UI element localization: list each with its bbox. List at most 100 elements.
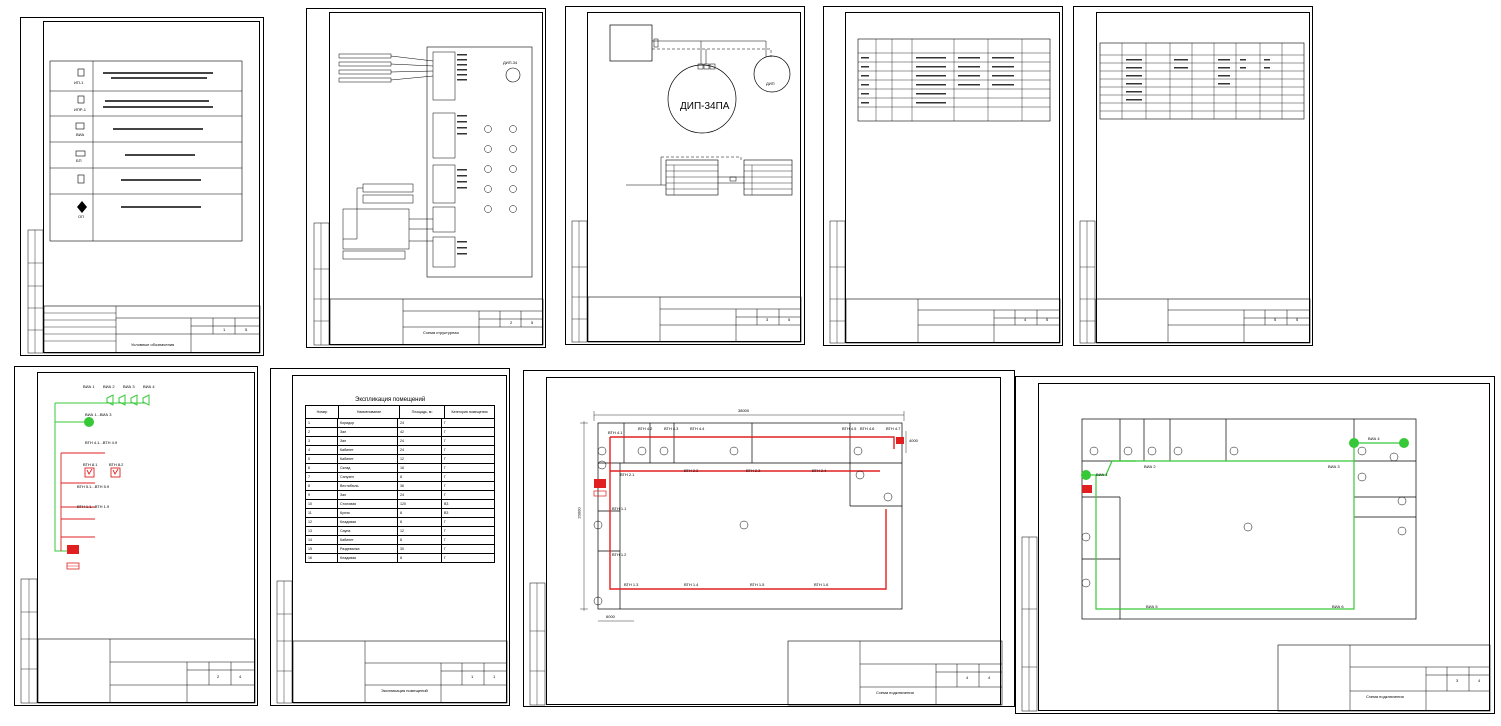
device-label: ВИА 3 [1328, 464, 1340, 469]
detector-label: ДИП [766, 81, 775, 86]
sheet-count: 4 [1478, 678, 1481, 683]
detector-label: ВТН 4.4 [690, 426, 705, 431]
drawing-frame [292, 375, 507, 703]
structural-diagram [313, 46, 544, 346]
sheet-explication: Экспликация помещений Номер Наименование… [270, 368, 510, 706]
dimension-label: 6000 [606, 614, 615, 619]
sheet-number: 1 [223, 327, 226, 332]
cell-category: Г [444, 538, 446, 542]
sheet-count: 5 [531, 320, 534, 325]
detector-label: ВТН 1.6 [814, 582, 829, 587]
cell-number: 3 [306, 437, 338, 445]
legend-table [27, 60, 261, 354]
cell-number: 2 [306, 428, 338, 436]
cell-area: 8 [398, 509, 442, 517]
sheet-number: 2 [217, 674, 220, 679]
cell-name: Коридор [338, 419, 398, 427]
cell-area: 8 [398, 518, 442, 526]
sheet-cable-table: 4 5 [823, 6, 1063, 346]
cell-area: 24 [398, 446, 442, 454]
detector-label: ВТН 2.1 [620, 472, 635, 477]
cell-category: Г [444, 466, 446, 470]
cell-number: 12 [306, 518, 338, 526]
sheet-count: 5 [1296, 317, 1299, 322]
header-category: Категория помещения [451, 410, 488, 414]
cell-name: Кладовая [338, 554, 398, 562]
device-label: ВТН 8.2 [109, 462, 124, 467]
device-label: ВИА 4 [143, 384, 155, 389]
sheet-title: Схема подключения [876, 690, 914, 695]
detector-label: ВТН 1.3 [624, 582, 639, 587]
device-label: ВТН 4.1...ВТН 4.9 [85, 440, 118, 445]
cell-category: Г [444, 448, 446, 452]
device-label: ДИП-34 [503, 60, 518, 65]
drawing-frame [546, 377, 1001, 705]
sheet-count: 5 [245, 327, 248, 332]
cable-table [829, 38, 1061, 344]
cell-number: 5 [306, 455, 338, 463]
sheet-legend: ИП-1 ИПР-1 ВИА БП ОП 1 5 Условные обозна… [20, 17, 264, 356]
cell-name: Раздевалка [338, 545, 398, 553]
device-label: ВИА 1...ВИА 3 [85, 412, 112, 417]
floor-plan [529, 411, 1003, 706]
cell-category: В3 [444, 511, 449, 515]
device-label: ВИА 1 [83, 384, 95, 389]
cell-category: Г [444, 493, 446, 497]
cell-name: Зал [338, 491, 398, 499]
device-label: ВИА 2 [1144, 464, 1156, 469]
header-area: Площадь, м² [400, 406, 445, 418]
cell-area: 24 [398, 491, 442, 499]
legend-code: БП [76, 158, 82, 163]
specification-table [1079, 42, 1311, 344]
detector-label: ВТН 4.1 [608, 430, 623, 435]
table-title: Экспликация помещений [355, 397, 426, 403]
detector-label: ВТН 2.3 [746, 468, 761, 473]
cell-category: Г [444, 475, 446, 479]
cell-category: Г [444, 547, 446, 551]
cell-name: Кабинет [338, 446, 398, 454]
drawing-frame [587, 12, 801, 342]
drawing-frame [1038, 383, 1490, 711]
device-label: ВТН 5.1...ВТН 5.9 [77, 484, 110, 489]
drawing-frame [43, 21, 260, 353]
cell-name: Зал [338, 437, 398, 445]
device-label: ВТН 1.1...ВТН 1.9 [77, 504, 110, 509]
cell-category: Г [444, 457, 446, 461]
sheet-alarm-wiring: ВИА 1 ВИА 2 ВИА 3 ВИА 4 ВИА 1...ВИА 3 ВТ… [14, 366, 258, 706]
sheet-title: Экспликация помещений [381, 688, 428, 693]
title-block [276, 580, 508, 704]
cell-name: Санузел [338, 473, 398, 481]
cell-area: 36 [398, 482, 442, 490]
floor-plan [1021, 418, 1491, 712]
alarm-wiring-diagram [20, 394, 256, 704]
cell-name: Зал [338, 428, 398, 436]
cell-number: 9 [306, 491, 338, 499]
sheet-title: Схема подключения [1366, 694, 1404, 699]
sheet-number: 3 [766, 317, 769, 322]
detector-label: ВТН 4.7 [886, 426, 901, 431]
sheet-plan-alarm-loop: ВИА 1 ВИА 2 ВИА 3 ВИА 4 ВИА 5 ВИА 6 Схем… [1015, 376, 1495, 714]
legend-code: ВИА [76, 132, 85, 137]
device-label: ВИА 6 [1332, 604, 1344, 609]
cell-category: Г [444, 430, 446, 434]
detector-label: ВТН 4.3 [664, 426, 679, 431]
cell-area: 30 [398, 545, 442, 553]
cell-number: 1 [306, 419, 338, 427]
device-label: ВИА 2 [103, 384, 115, 389]
sheet-count: 5 [1046, 317, 1049, 322]
cell-number: 10 [306, 500, 338, 508]
cell-number: 4 [306, 446, 338, 454]
sheet-number: 1 [471, 674, 474, 679]
sheet-count: 1 [493, 674, 496, 679]
cell-area: 8 [398, 473, 442, 481]
cell-number: 7 [306, 473, 338, 481]
table-header: Номер Наименование Площадь, м² Категория… [306, 406, 494, 419]
